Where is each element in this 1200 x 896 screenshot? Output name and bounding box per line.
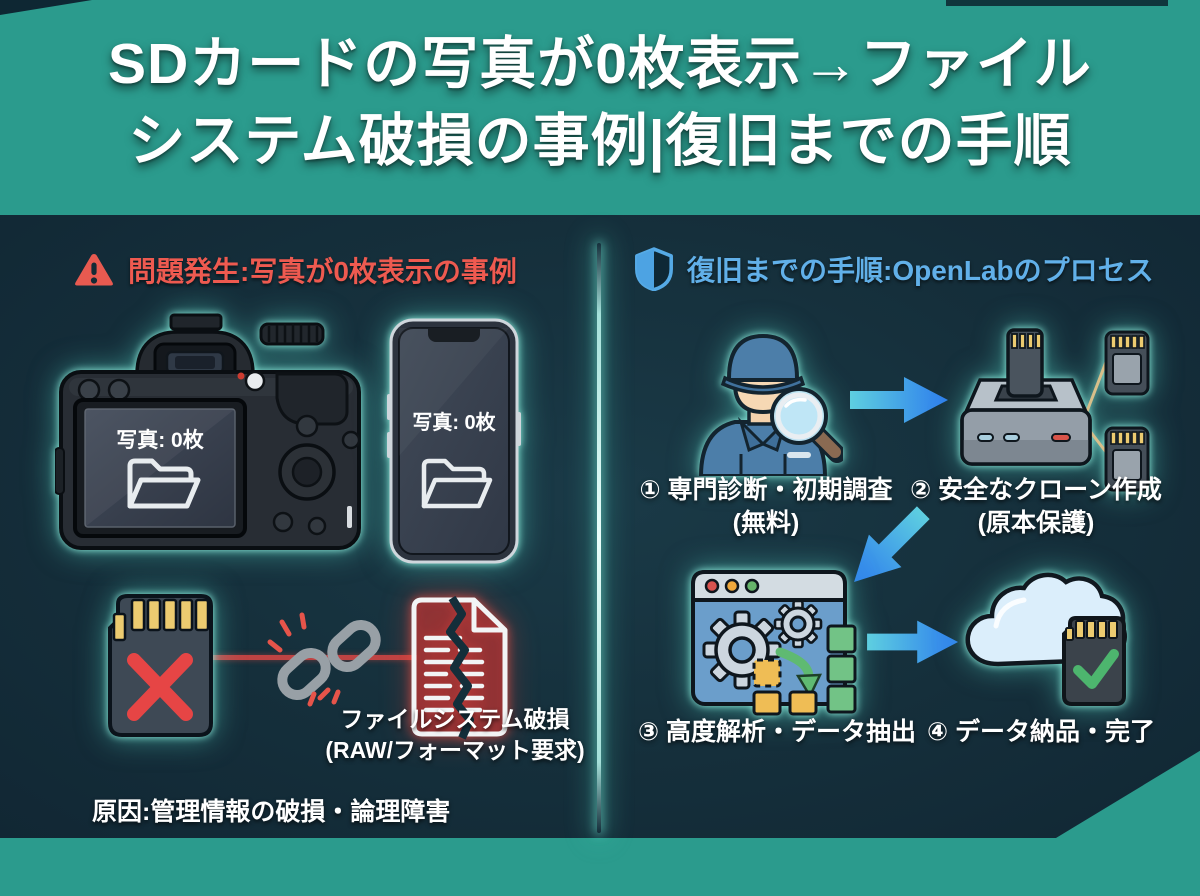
step-3-caption: ③ 高度解析・データ抽出 — [627, 716, 927, 749]
step-4-caption: ④ データ納品・完了 — [891, 716, 1191, 749]
empty-folder-icon — [127, 458, 201, 509]
page-title: SDカードの写真が0枚表示→ファイル システム破損の事例|復旧までの手順 — [0, 26, 1200, 180]
cause-text: 原因:管理情報の破損・論理障害 — [92, 798, 451, 826]
inserted-sd-card — [1006, 328, 1044, 398]
damage-caption: ファイルシステム破損 (RAW/フォーマット要求) — [295, 704, 615, 766]
problem-header-label: 問題発生:写真が0枚表示の事例 — [128, 256, 517, 287]
warning-triangle-icon — [75, 254, 113, 286]
window-dot-green — [744, 578, 760, 594]
step-4-label: ④ データ納品・完了 — [926, 718, 1156, 746]
arrow-right-icon — [867, 620, 959, 664]
technician-icon — [698, 333, 843, 476]
step-2-caption: ② 安全なクローン作成 (原本保護) — [906, 474, 1166, 540]
gear-icon-small — [773, 599, 823, 649]
data-block-green — [826, 624, 857, 654]
clone-sd-card-2 — [1104, 426, 1150, 492]
step-1-caption: ① 専門診断・初期調査 (無料) — [636, 474, 896, 540]
step-2-label: ② 安全なクローン作成 — [910, 476, 1162, 504]
smartphone-icon: 写真: 0枚 — [387, 318, 521, 564]
column-divider — [597, 243, 601, 833]
step-3-label: ③ 高度解析・データ抽出 — [637, 718, 917, 746]
corner-decoration-top-left — [0, 0, 92, 15]
gear-icon-large — [702, 610, 782, 690]
empty-folder-icon — [421, 458, 493, 509]
step-2-sublabel: (原本保護) — [977, 509, 1095, 537]
tear-crack — [446, 595, 474, 740]
clone-sd-card-1 — [1104, 330, 1150, 396]
step-1-label: ① 専門診断・初期調査 — [639, 476, 893, 504]
damage-caption-line2: (RAW/フォーマット要求) — [325, 737, 585, 763]
step-1-sublabel: (無料) — [732, 509, 800, 537]
sd-card-error-icon — [108, 594, 213, 737]
window-dot-red — [704, 578, 720, 594]
arrow-right-icon — [850, 377, 948, 423]
data-block-orange — [752, 690, 782, 716]
shield-icon — [635, 247, 673, 291]
error-x-mark — [127, 653, 193, 721]
page-title-line2: システム破損の事例|復旧までの手順 — [128, 109, 1072, 173]
arrow-down-left-icon — [854, 506, 930, 582]
data-block-dashed — [752, 658, 782, 688]
corner-decoration-top-right — [946, 0, 1168, 6]
problem-section-header: 問題発生:写真が0枚表示の事例 — [73, 250, 517, 290]
break-sparks — [267, 612, 341, 707]
magnifier-icon — [770, 387, 843, 463]
page-title-line1: SDカードの写真が0枚表示→ファイル — [108, 32, 1092, 96]
clone-device-icon — [960, 328, 1150, 492]
delivered-sd-card — [1062, 616, 1126, 706]
analysis-window-icon — [691, 570, 857, 716]
process-section-header: 復旧までの手順:OpenLabのプロセス — [634, 247, 1154, 291]
camera-icon: 写真: 0枚 — [55, 313, 361, 550]
process-header-label: 復旧までの手順:OpenLabのプロセス — [687, 255, 1154, 286]
window-dot-yellow — [724, 578, 740, 594]
damage-caption-line1: ファイルシステム破損 — [340, 706, 570, 732]
data-block-green — [826, 654, 857, 684]
phone-screen-label: 写真: 0枚 — [412, 410, 496, 434]
data-block-green — [826, 684, 857, 714]
cloud-delivery-icon — [965, 572, 1128, 706]
data-block-orange — [788, 690, 818, 716]
check-icon — [1073, 649, 1119, 689]
camera-screen-label: 写真: 0枚 — [116, 428, 205, 452]
corrupted-file-icon — [411, 595, 508, 740]
broken-link-icon — [267, 612, 381, 707]
